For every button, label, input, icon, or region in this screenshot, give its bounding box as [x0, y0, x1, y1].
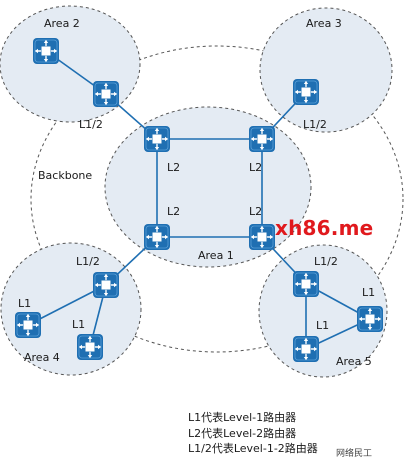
- legend-line-l2: L2代表Level-2路由器: [188, 426, 297, 440]
- router-label-l1-area4-left: L1: [18, 297, 31, 310]
- router-icon: [32, 37, 60, 65]
- legend: L1代表Level-1路由器 L2代表Level-2路由器 L1/2代表Leve…: [188, 410, 318, 457]
- area1-label: Area 1: [198, 249, 234, 262]
- backbone-label: Backbone: [38, 169, 92, 182]
- router-label-l2-core-tl: L2: [167, 161, 180, 174]
- router-icon: [248, 223, 276, 251]
- area2-label: Area 2: [44, 17, 80, 30]
- router-label-l2-core-tr: L2: [249, 161, 262, 174]
- router-label-l12-area2: L1/2: [79, 118, 103, 131]
- router-icon: [248, 125, 276, 153]
- router-icon: [292, 270, 320, 298]
- router-icon: [143, 125, 171, 153]
- router-label-l12-area4: L1/2: [76, 255, 100, 268]
- area5-label: Area 5: [336, 355, 372, 368]
- router-label-l1-area5-left: L1: [316, 319, 329, 332]
- router-label-l2-core-bl: L2: [167, 205, 180, 218]
- router-icon: [14, 311, 42, 339]
- watermark-site: xh86.me: [275, 216, 374, 240]
- router-label-l2-core-br: L2: [249, 205, 262, 218]
- router-icon: [292, 78, 320, 106]
- area5-ellipse: [258, 244, 388, 378]
- area1-ellipse: [104, 106, 312, 268]
- router-icon: [92, 271, 120, 299]
- router-icon: [292, 335, 320, 363]
- router-label-l1-area4-right: L1: [72, 318, 85, 331]
- area3-label: Area 3: [306, 17, 342, 30]
- router-icon: [92, 80, 120, 108]
- watermark-brand: 网络民工: [336, 449, 373, 459]
- router-icon: [143, 223, 171, 251]
- router-label-l1-area5-right: L1: [362, 286, 375, 299]
- router-label-l12-area5: L1/2: [314, 255, 338, 268]
- area4-label: Area 4: [24, 351, 60, 364]
- router-label-l12-area3: L1/2: [303, 118, 327, 131]
- legend-line-l1: L1代表Level-1路由器: [188, 411, 297, 424]
- legend-line-l12: L1/2代表Level-1-2路由器: [188, 442, 318, 455]
- router-icon: [76, 333, 104, 361]
- router-icon: [356, 305, 384, 333]
